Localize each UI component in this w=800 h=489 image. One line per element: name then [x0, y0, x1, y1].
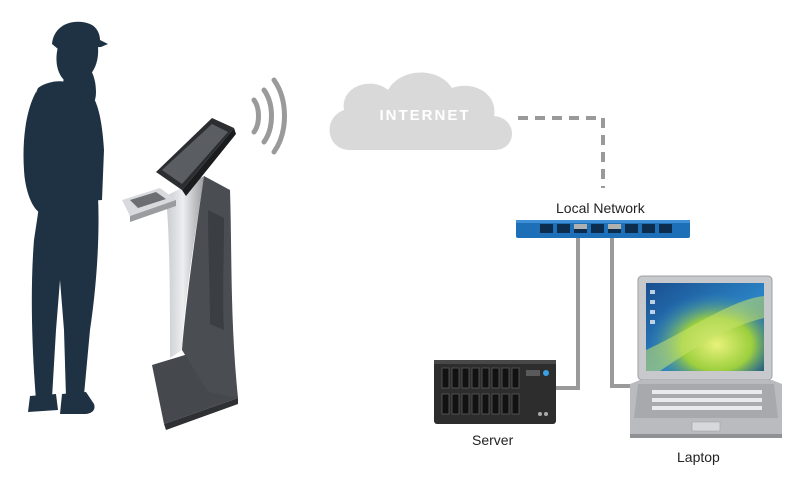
network-cables: [556, 236, 640, 390]
server-label: Server: [472, 432, 514, 448]
local-network-label: Local Network: [556, 200, 645, 216]
laptop-label: Laptop: [677, 449, 720, 465]
server-rack-icon: [434, 360, 556, 424]
cloud-label: INTERNET: [380, 107, 471, 124]
kiosk-terminal-icon: [122, 118, 238, 430]
laptop-icon: [630, 275, 782, 438]
internet-link: [518, 116, 605, 188]
internet-cloud-icon: [329, 72, 512, 150]
network-switch-icon: [516, 220, 690, 238]
person-on-phone-icon: [23, 21, 108, 414]
wireless-signal-icon: [251, 77, 287, 155]
